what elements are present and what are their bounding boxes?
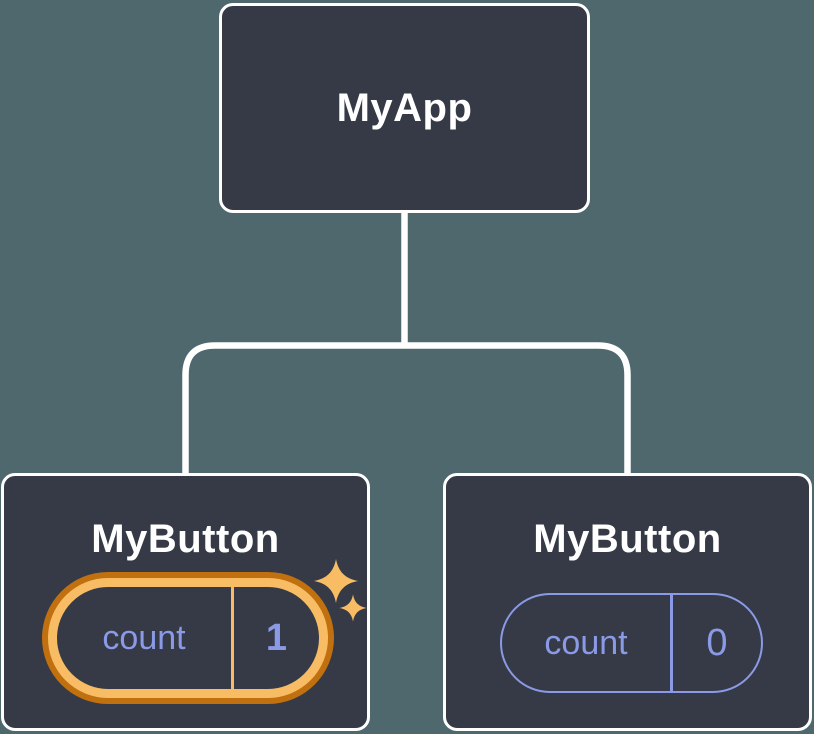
node-mybutton-right: MyButton count 0: [443, 473, 812, 731]
state-name-label: count: [102, 618, 186, 657]
state-value-label: 1: [265, 616, 288, 659]
state-name-cell: count: [502, 595, 670, 691]
pill-divider: [231, 587, 234, 689]
node-mybutton-left: MyButton count 1: [1, 473, 370, 731]
state-value-label: 0: [706, 621, 728, 664]
state-name-cell: count: [57, 587, 231, 689]
node-myapp-label: MyApp: [336, 85, 473, 130]
node-mybutton-right-label: MyButton: [533, 517, 722, 561]
pill-divider: [670, 595, 673, 691]
node-myapp: MyApp: [219, 3, 590, 213]
state-name-label: count: [544, 623, 628, 662]
state-value-cell: 1: [234, 587, 319, 689]
state-pill-highlighted: count 1: [48, 578, 328, 698]
connector-branch: [182, 342, 631, 474]
state-value-cell: 0: [673, 595, 761, 691]
node-mybutton-left-label: MyButton: [91, 517, 280, 561]
state-pill-plain: count 0: [500, 593, 763, 693]
